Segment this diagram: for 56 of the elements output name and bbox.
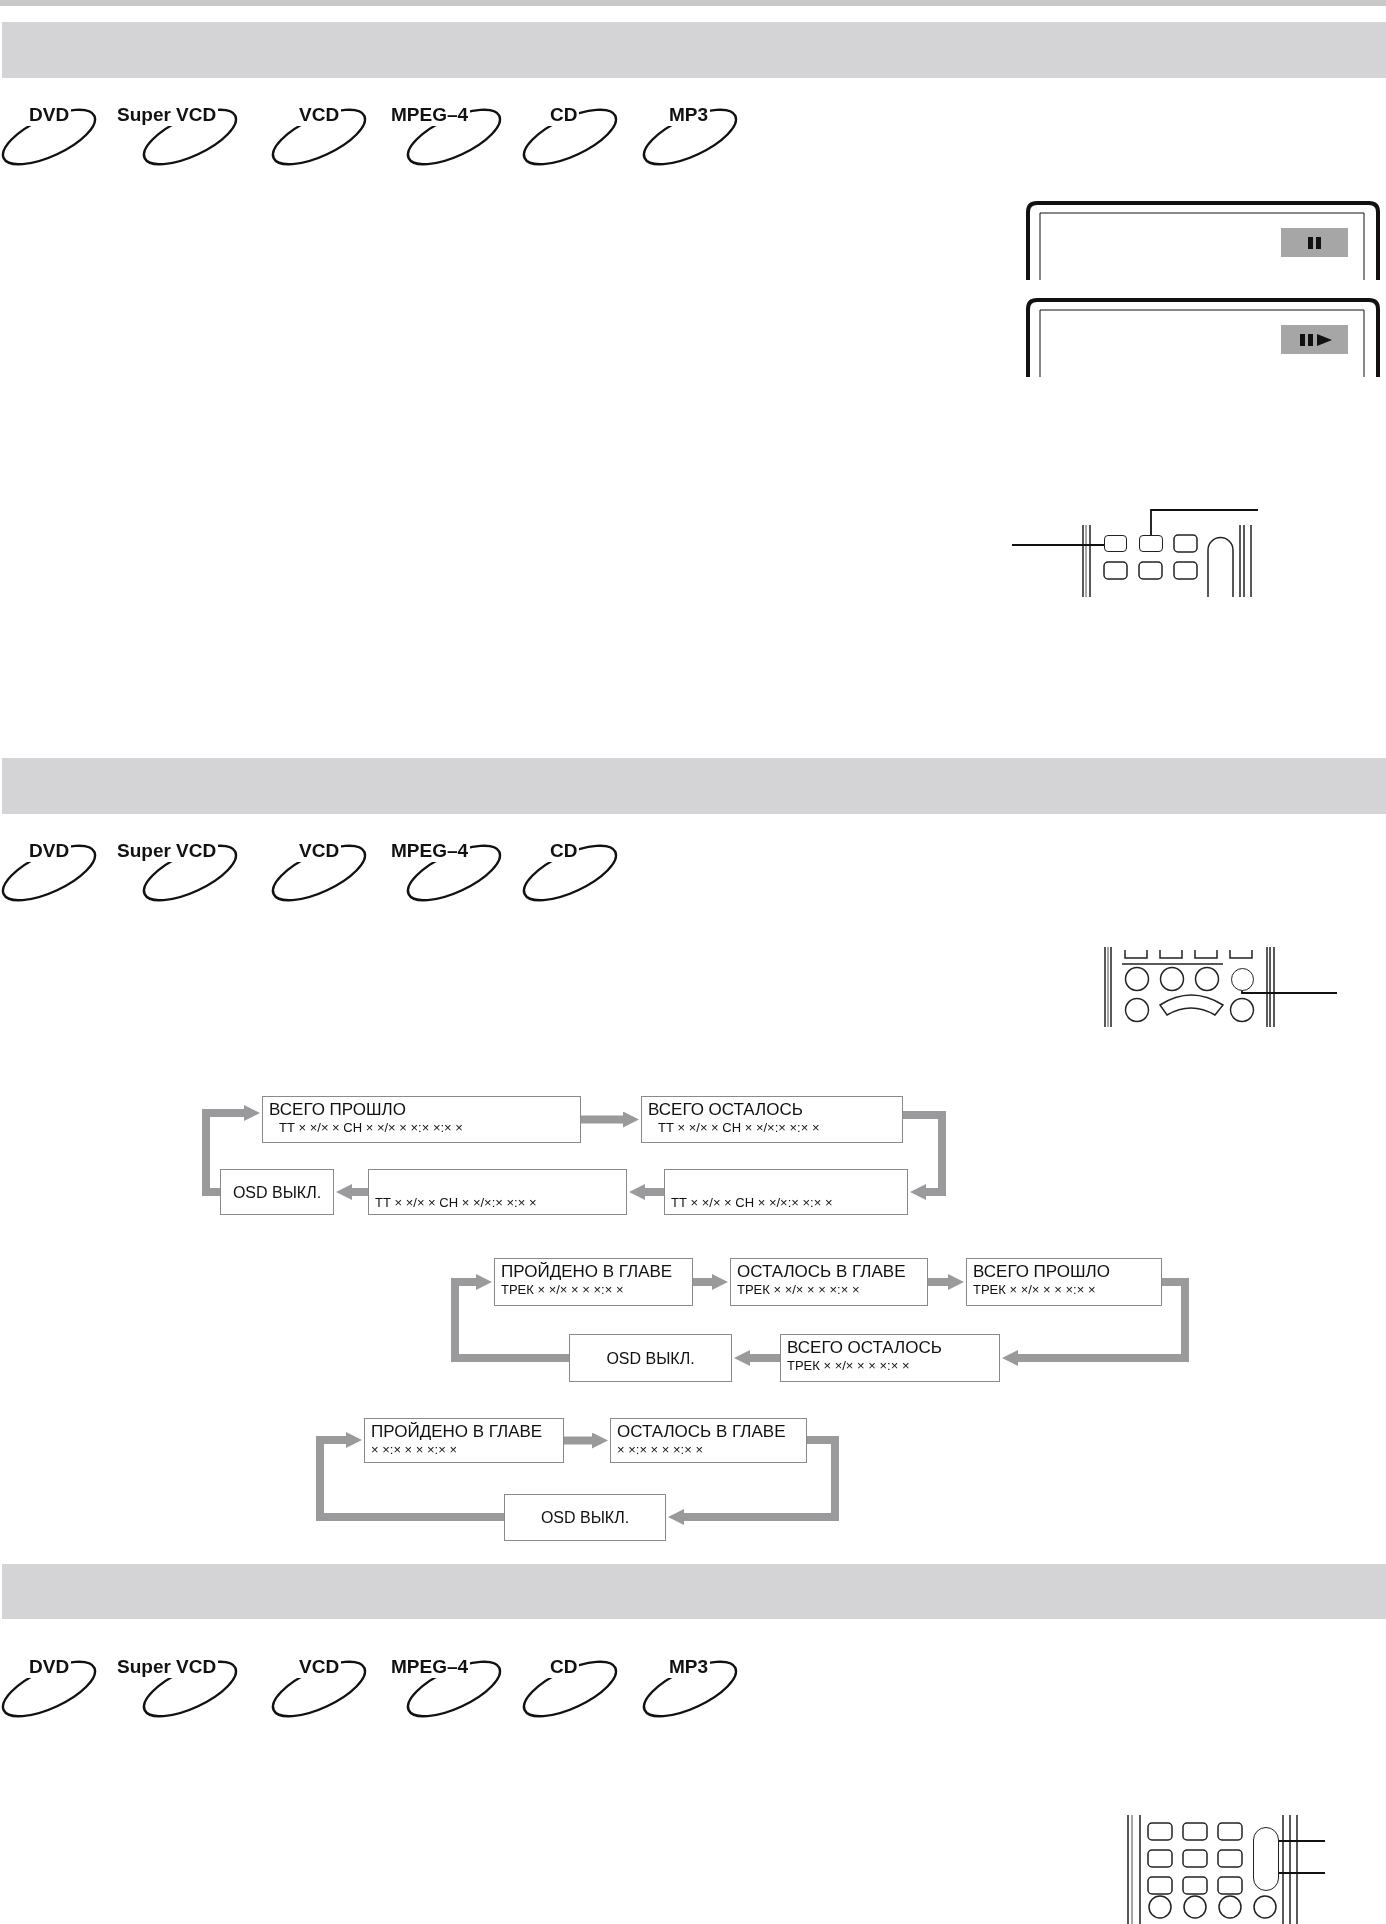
time-readout: × ×:× × × ×:× × [371,1441,459,1458]
display-box [730,1258,928,1306]
display-title: ОСТАЛОСЬ В ГЛАВЕ [617,1422,787,1441]
leader-line [1011,544,1105,546]
arrow [1002,1278,1189,1366]
display-box [494,1258,693,1306]
arrow [668,1436,839,1525]
arrow [316,1432,504,1521]
display-title: OSD ВЫКЛ. [232,1183,322,1201]
time-readout: ТРЕК × ×/× × × ×:× × [737,1281,861,1298]
time-readout: × ×:× × × ×:× × [617,1441,705,1458]
display-box [368,1169,627,1215]
remote-button [1139,535,1163,552]
leader-line [1241,989,1338,994]
arrow [581,1111,639,1128]
display-title: OSD ВЫКЛ. [540,1509,630,1526]
display-title: ВСЕГО ОСТАЛОСЬ [648,1100,804,1119]
arrow [903,1111,946,1200]
display-box [504,1494,666,1541]
time-readout: ТТ × ×/× × СН × ×/×:× ×:× × [671,1194,833,1211]
display-box [262,1096,581,1143]
remote-button [1104,535,1127,552]
display-box [780,1334,1000,1382]
arrow [336,1184,368,1200]
remote-round-button [1230,967,1254,991]
display-box [610,1418,807,1463]
leader-line [1278,1872,1326,1874]
time-readout: ТТ × ×/× × СН × ×/× × ×:× ×:× × [278,1119,464,1136]
display-box [664,1169,908,1215]
time-readout: ТРЕК × ×/× × × ×:× × [501,1281,625,1298]
leader-line [1278,1840,1326,1842]
display-title: ВСЕГО ПРОШЛО [973,1262,1111,1281]
time-readout: ТТ × ×/× × СН × ×/×:× ×:× × [657,1119,821,1136]
display-title: OSD ВЫКЛ. [606,1349,695,1367]
display-title: ОСТАЛОСЬ В ГЛАВЕ [737,1262,907,1281]
arrow [693,1274,728,1290]
time-readout: ТРЕК × ×/× × × ×:× × [787,1357,911,1374]
arrow [564,1432,608,1449]
display-box [220,1169,334,1215]
arrow [451,1274,569,1362]
display-title: ВСЕГО ПРОШЛО [269,1100,407,1119]
display-title: ПРОЙДЕНО В ГЛАВЕ [371,1422,544,1441]
display-box [569,1334,732,1382]
time-readout: ТРЕК × ×/× × × ×:× × [973,1281,1097,1298]
leader-line [1150,509,1259,536]
remote-rocker-button [1253,1827,1279,1891]
arrow [928,1274,964,1290]
arrow [734,1350,780,1366]
display-title: ВСЕГО ОСТАЛОСЬ [787,1338,943,1357]
display-box [641,1096,903,1143]
display-box [364,1418,564,1463]
time-readout: ТТ × ×/× × СН × ×/×:× ×:× × [375,1194,537,1211]
arrow [629,1184,664,1200]
arrow [202,1105,260,1196]
display-title: ПРОЙДЕНО В ГЛАВЕ [501,1262,674,1281]
display-box [966,1258,1162,1306]
